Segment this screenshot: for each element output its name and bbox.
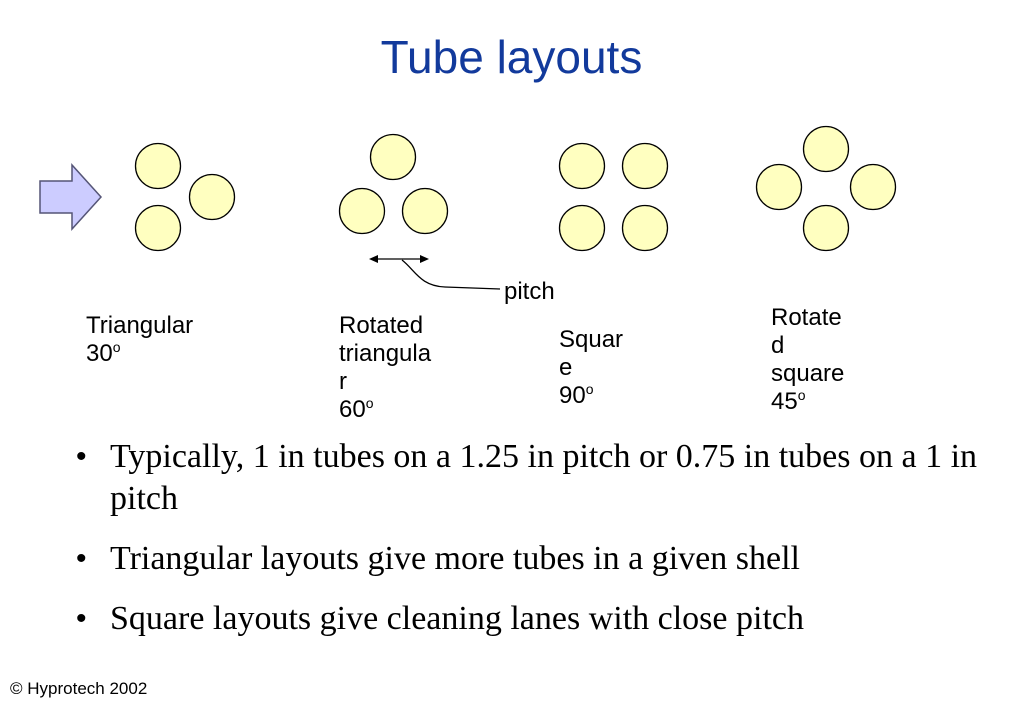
tube <box>134 204 182 252</box>
triangular-layout <box>134 142 236 252</box>
square-label: Squar e 90o <box>559 326 624 409</box>
tube <box>558 204 606 252</box>
tube <box>338 187 386 235</box>
pitch-dimension <box>369 255 501 290</box>
copyright-footer: © Hyprotech 2002 <box>10 679 148 698</box>
rotated-triangular-layout <box>338 133 449 235</box>
triangular-label: Triangular 30o <box>86 312 194 367</box>
tube <box>188 173 236 221</box>
rotated-triangular-label: Rotated triangula r 60o <box>339 312 432 423</box>
square-layout <box>558 142 669 252</box>
tube <box>802 125 850 173</box>
tube <box>755 163 803 211</box>
tube <box>558 142 606 190</box>
slide-title: Tube layouts <box>380 31 643 83</box>
tube <box>134 142 182 190</box>
pitch-label: pitch <box>504 278 555 305</box>
tube <box>802 204 850 252</box>
rotated-square-layout <box>755 125 897 252</box>
rotated-square-label: Rotate d square 45o <box>771 304 845 415</box>
bullet-item: •Typically, 1 in tubes on a 1.25 in pitc… <box>76 438 978 517</box>
bullet-item: •Triangular layouts give more tubes in a… <box>76 540 800 577</box>
tube <box>369 133 417 181</box>
tube <box>849 163 897 211</box>
tube <box>401 187 449 235</box>
bullet-list: •Typically, 1 in tubes on a 1.25 in pitc… <box>70 436 1000 658</box>
bullet-item: •Square layouts give cleaning lanes with… <box>76 600 804 637</box>
tube <box>621 204 669 252</box>
flow-arrow-icon <box>39 163 103 231</box>
tube <box>621 142 669 190</box>
